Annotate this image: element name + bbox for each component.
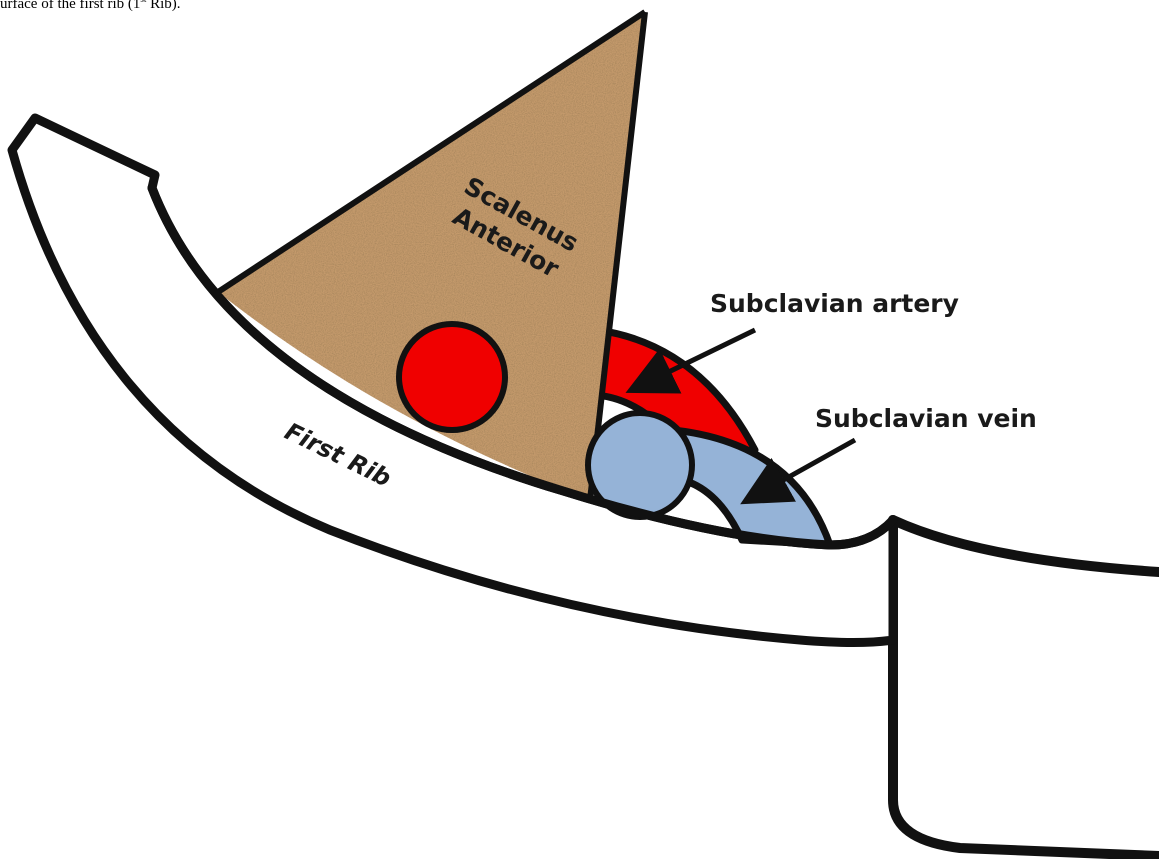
subclavian-artery-label: Subclavian artery: [710, 289, 959, 318]
artery-cross-section: [399, 324, 505, 430]
subclavian-vein-label: Subclavian vein: [815, 404, 1037, 433]
sternum-top-outline: [893, 520, 1159, 572]
